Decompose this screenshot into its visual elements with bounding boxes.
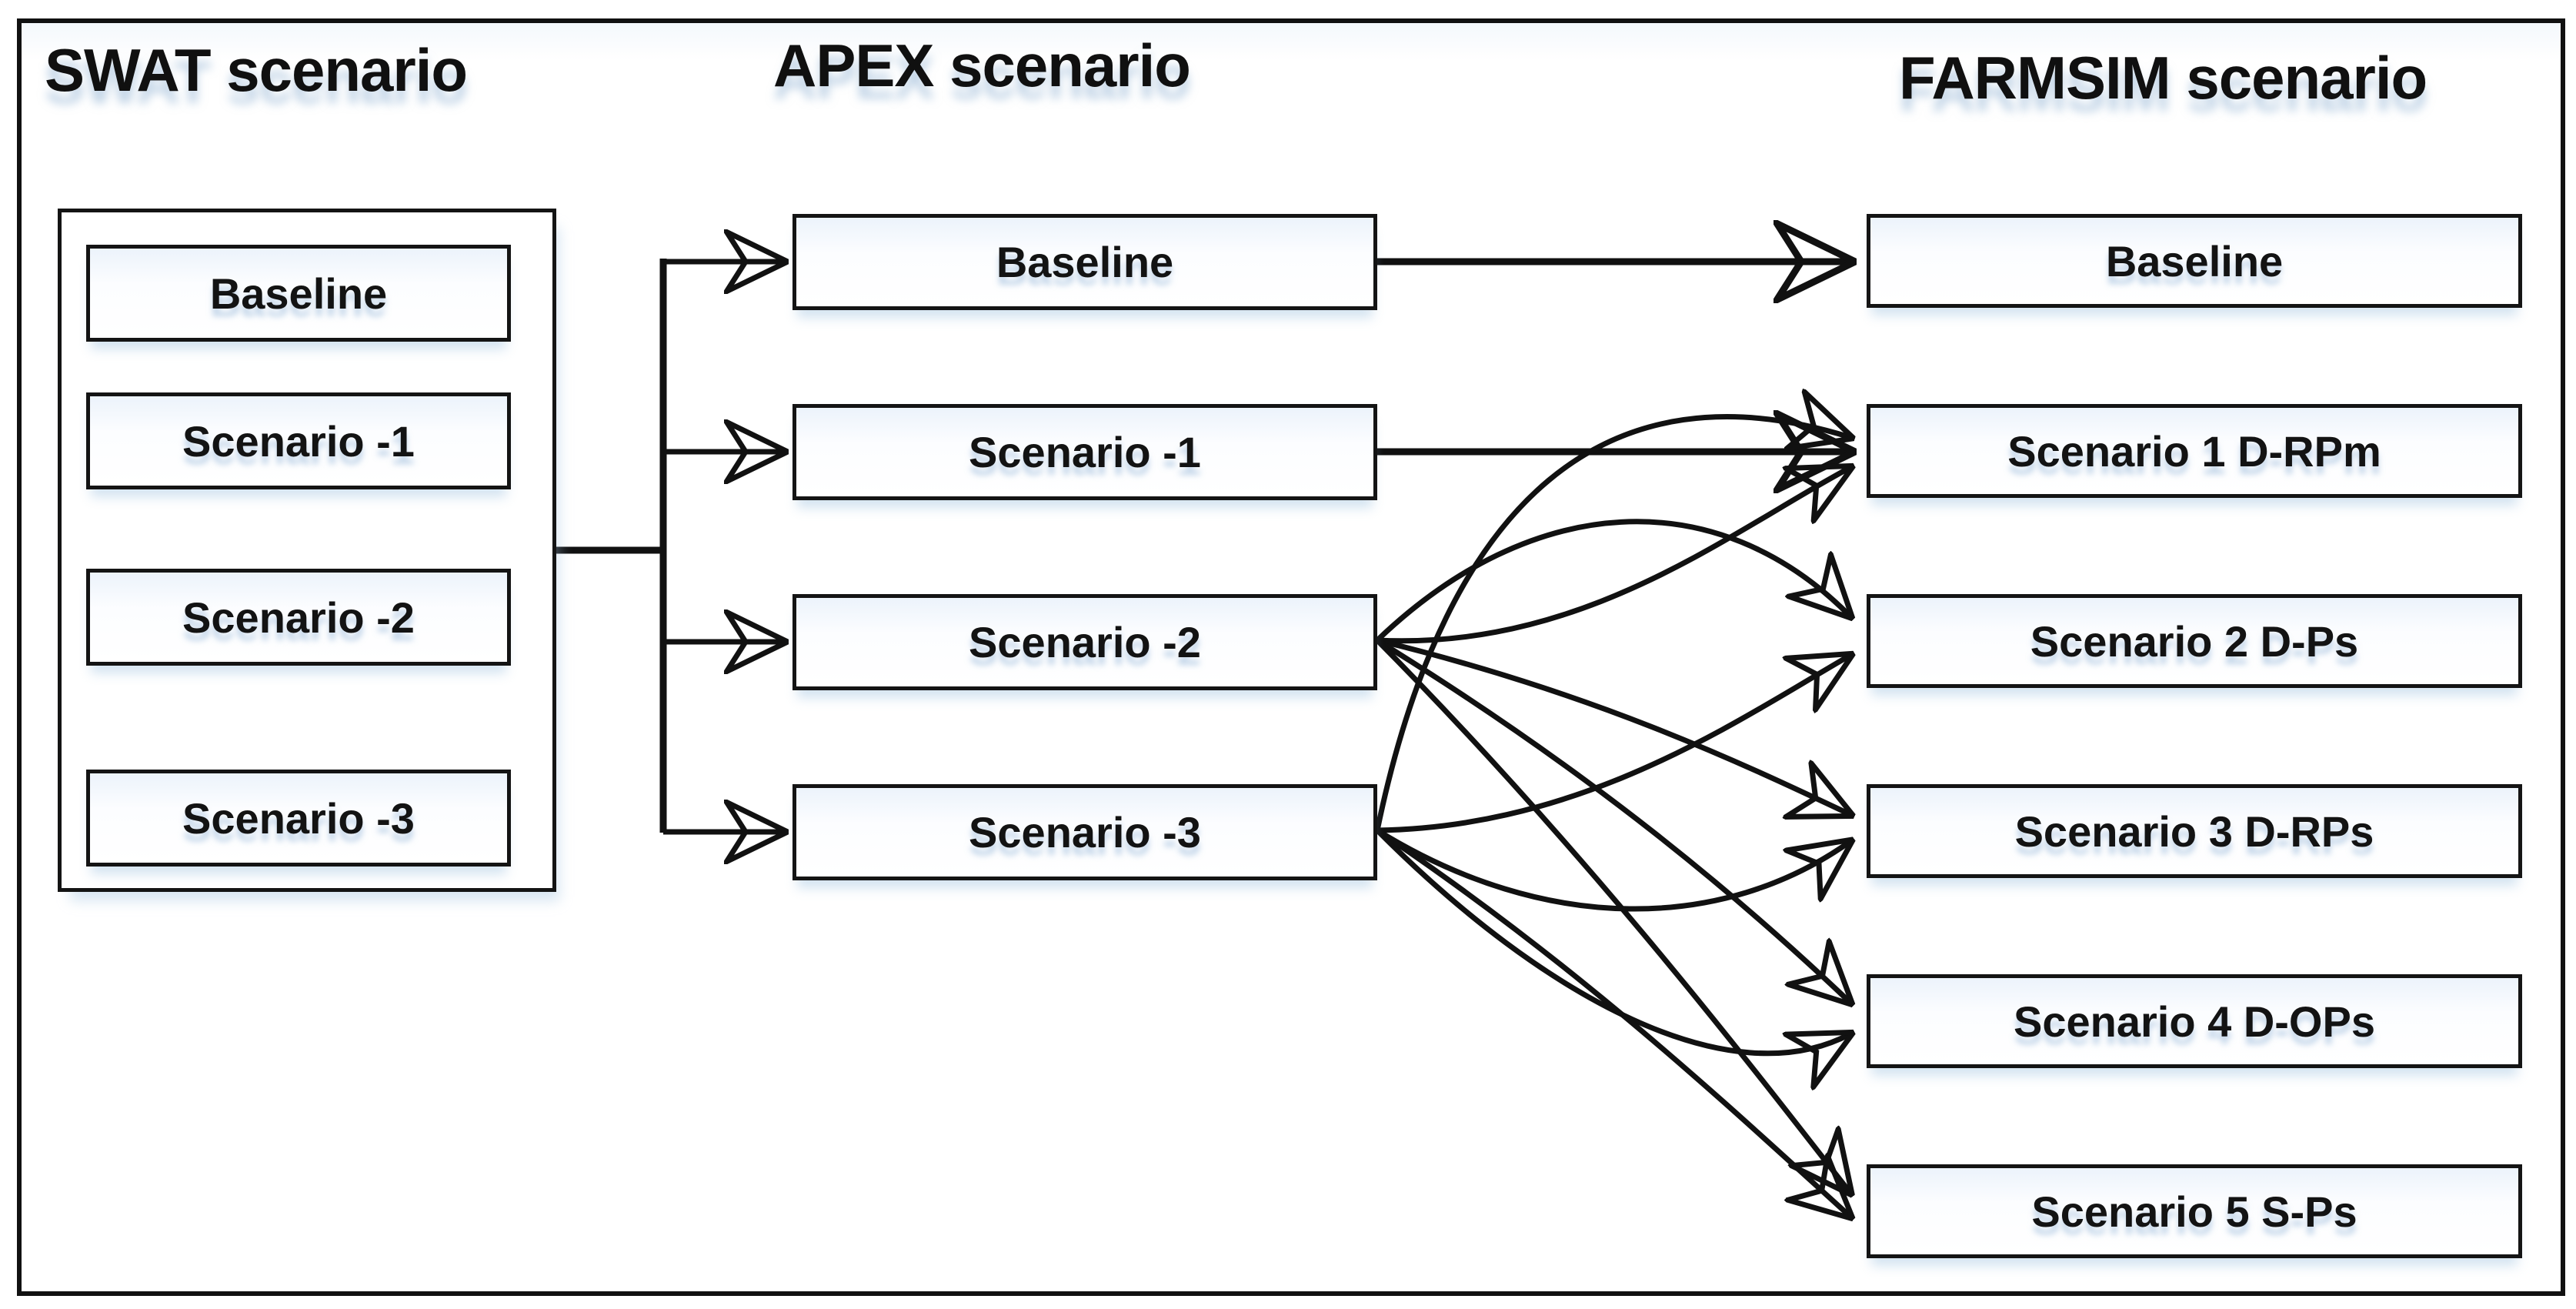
apex-box-scenario-3: Scenario -3	[792, 784, 1377, 880]
swat-box-scenario-1: Scenario -1	[86, 392, 511, 489]
farmsim-box-baseline: Baseline	[1867, 214, 2522, 308]
swat-box-scenario-3: Scenario -3	[86, 770, 511, 867]
farmsim-box-scenario-2-d-ps: Scenario 2 D-Ps	[1867, 594, 2522, 688]
apex-box-scenario-2: Scenario -2	[792, 594, 1377, 690]
farmsim-box-scenario-4-d-ops: Scenario 4 D-OPs	[1867, 974, 2522, 1068]
swat-box-scenario-2: Scenario -2	[86, 569, 511, 666]
farmsim-box-scenario-5-s-ps: Scenario 5 S-Ps	[1867, 1164, 2522, 1258]
swat-box-baseline: Baseline	[86, 245, 511, 342]
apex-box-scenario-1: Scenario -1	[792, 404, 1377, 500]
farmsim-box-scenario-1-d-rpm: Scenario 1 D-RPm	[1867, 404, 2522, 498]
apex-box-baseline: Baseline	[792, 214, 1377, 310]
column-title-apex: APEX scenario	[773, 32, 1191, 99]
farmsim-box-scenario-3-d-rps: Scenario 3 D-RPs	[1867, 784, 2522, 878]
column-title-swat: SWAT scenario	[45, 36, 468, 104]
column-title-farmsim: FARMSIM scenario	[1899, 44, 2428, 112]
